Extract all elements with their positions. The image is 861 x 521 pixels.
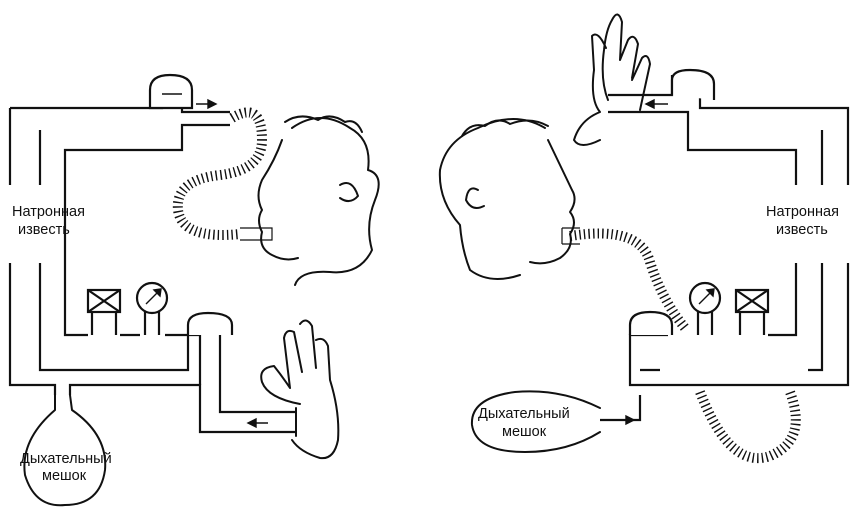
right-absorber-label-2: известь (776, 222, 828, 238)
left-absorber-bg (5, 185, 63, 263)
right-hand (573, 13, 651, 146)
left-patient-ear (339, 182, 359, 202)
right-circuit-inner-wall (600, 130, 824, 422)
right-corrugated-hose-upper (569, 228, 689, 332)
left-circuit-inner-wall (38, 130, 296, 414)
right-top-valve-dome (670, 68, 716, 100)
right-patient-ear (465, 187, 485, 209)
left-adjustable-valve (86, 288, 122, 335)
right-bag-label-1: Дыхательный (478, 406, 570, 422)
left-corrugated-hose (172, 107, 268, 240)
right-patient-hair (461, 119, 549, 137)
left-bag-label-2: мешок (42, 468, 87, 484)
right-breathing-bag (470, 390, 601, 453)
left-mouthpiece (240, 227, 273, 241)
right-bottom-valve-dome (628, 310, 674, 335)
right-patient-head (438, 118, 576, 280)
left-top-valve-dome (148, 73, 194, 110)
right-adjustable-valve (734, 288, 770, 335)
left-bottom-flow-arrow (246, 417, 268, 429)
left-breathing-bag (23, 394, 107, 507)
right-corrugated-hose-lower (695, 390, 801, 464)
right-top-flow-arrow (644, 98, 668, 110)
left-breathing-circuit: Натронная известь Дыхательный мешок (5, 73, 380, 507)
left-hand (260, 319, 340, 460)
left-bag-label-1: Дыхательный (20, 451, 112, 467)
left-pressure-gauge (135, 281, 169, 335)
left-top-flow-arrow (196, 98, 218, 110)
right-pressure-gauge (688, 281, 722, 335)
right-absorber-bg (790, 185, 852, 263)
left-patient-head (257, 117, 380, 286)
right-breathing-circuit: Натронная известь Дыхательный мешок (438, 13, 852, 464)
left-absorber-label-1: Натронная (12, 204, 85, 220)
left-absorber-label-2: известь (18, 222, 70, 238)
right-absorber-label-1: Натронная (766, 204, 839, 220)
right-bag-flow-arrow (612, 414, 636, 426)
right-bag-label-2: мешок (502, 424, 547, 440)
left-bottom-valve-dome (186, 311, 234, 335)
left-patient-hair (284, 115, 363, 133)
